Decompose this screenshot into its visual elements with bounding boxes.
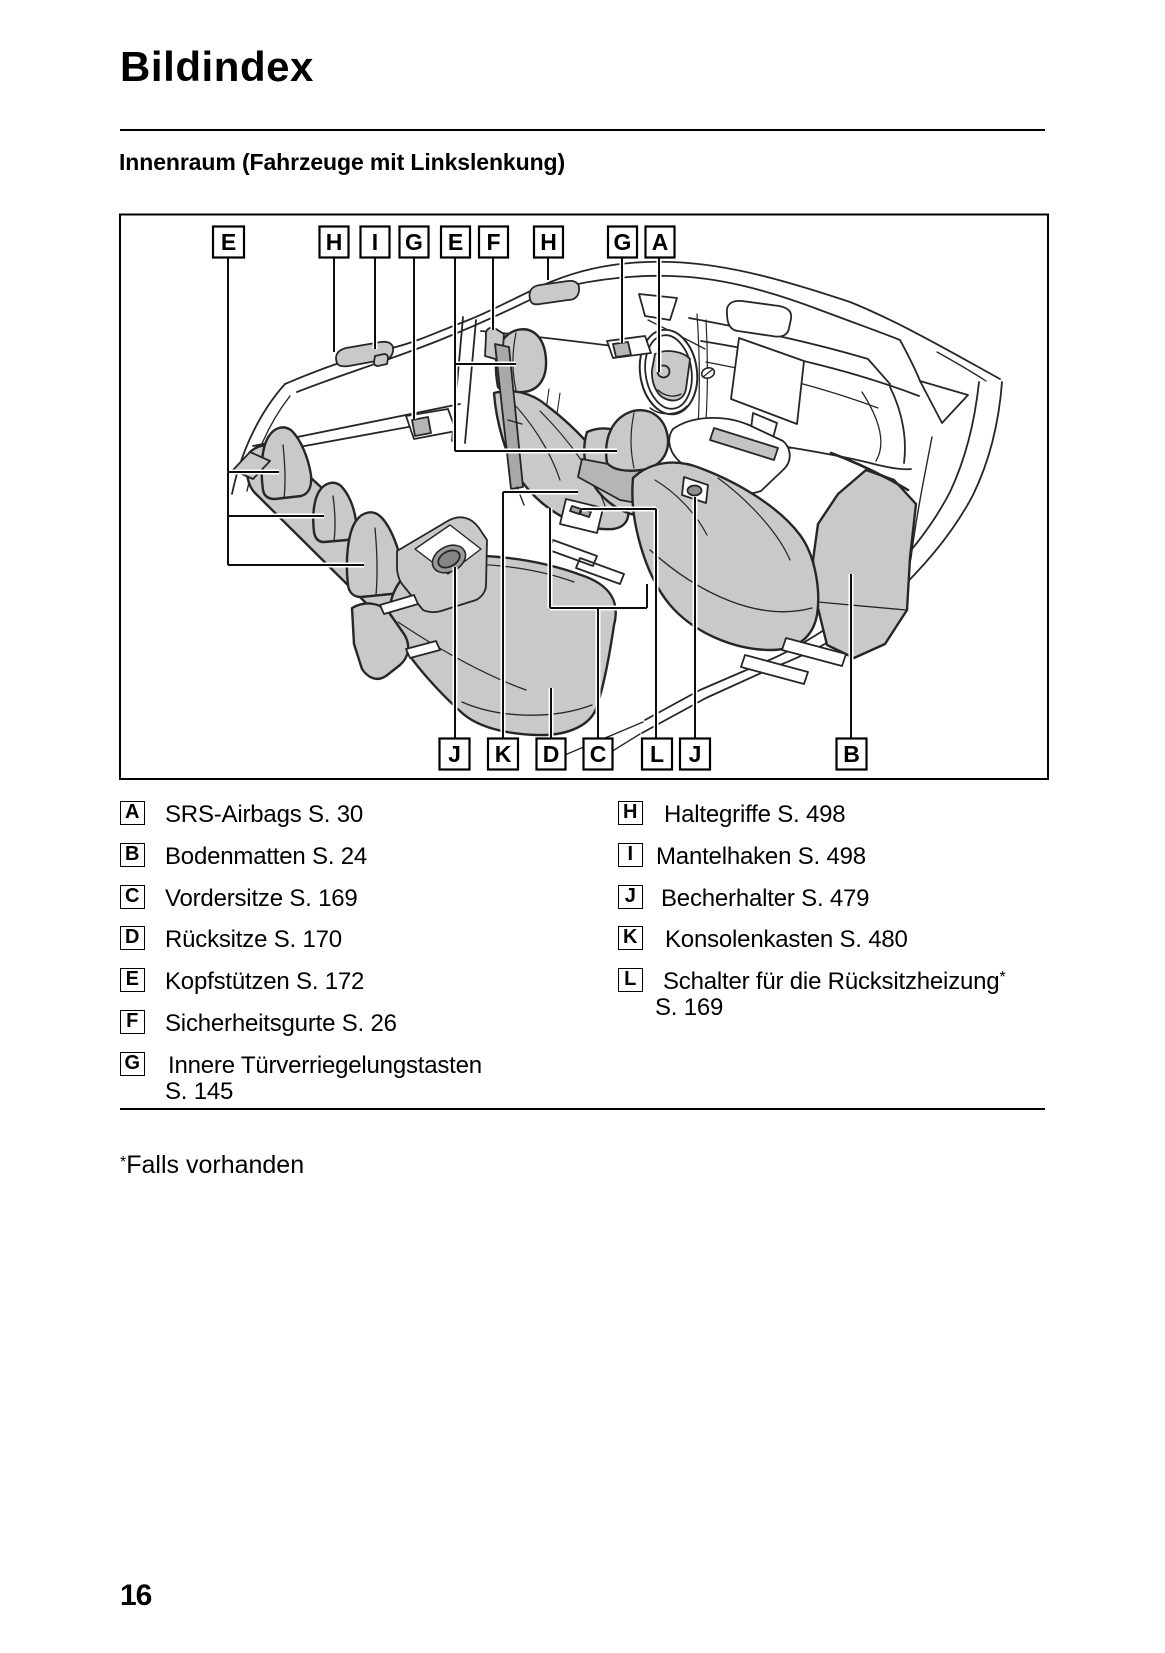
svg-text:L: L — [650, 741, 664, 767]
svg-text:B: B — [843, 741, 860, 767]
svg-text:J: J — [689, 741, 702, 767]
svg-text:C: C — [590, 741, 607, 767]
svg-text:D: D — [543, 741, 560, 767]
svg-text:H: H — [326, 229, 343, 255]
svg-text:A: A — [652, 229, 669, 255]
svg-text:E: E — [448, 229, 463, 255]
svg-text:K: K — [495, 741, 512, 767]
svg-text:F: F — [486, 229, 500, 255]
svg-text:E: E — [221, 229, 236, 255]
svg-text:G: G — [614, 229, 632, 255]
svg-text:G: G — [405, 229, 423, 255]
svg-text:J: J — [448, 741, 461, 767]
svg-text:I: I — [372, 229, 378, 255]
svg-text:H: H — [540, 229, 557, 255]
